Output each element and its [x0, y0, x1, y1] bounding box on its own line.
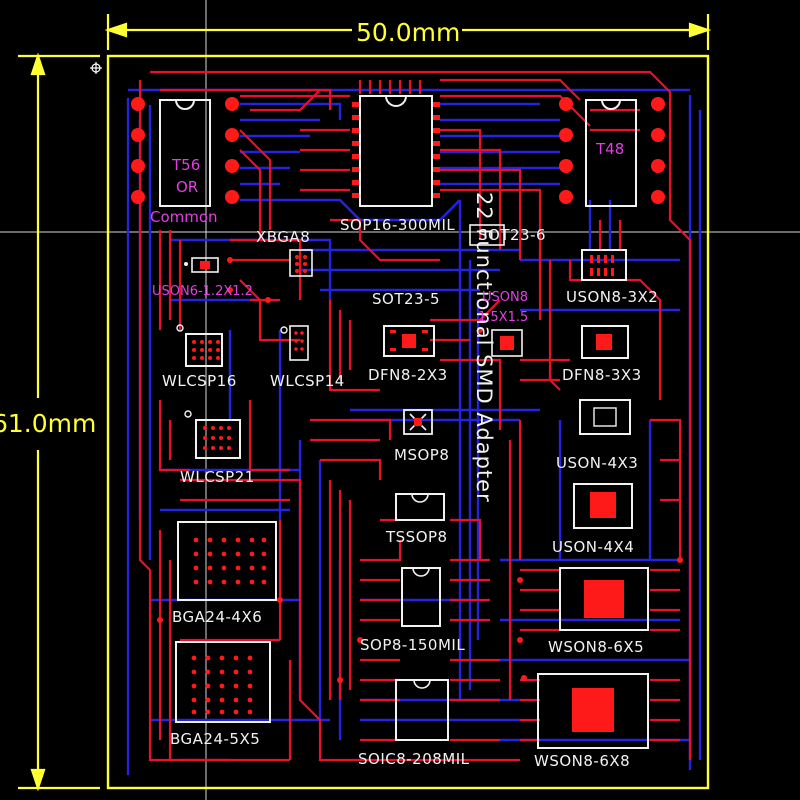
wlcsp16-footprint: [176, 324, 223, 367]
soic8-208-footprint: [395, 679, 449, 741]
xbga8-footprint: [289, 249, 313, 277]
uson-4x3-footprint: [579, 399, 631, 435]
copper-label-or: OR: [176, 178, 199, 196]
dfn8-3x3-footprint: [581, 325, 629, 359]
uson6-footprint: [184, 257, 219, 273]
label-wson8-6x5: WSON8-6X5: [548, 638, 645, 656]
uson8-3x2-footprint: [581, 249, 627, 281]
copper-label-t56: T56: [172, 156, 201, 174]
wson8-6x5-footprint: [559, 567, 649, 631]
dip-right-outline: [585, 99, 637, 207]
wlcsp21-footprint: [184, 410, 241, 459]
copper-label-uson6: USON6-1.2X1.2: [152, 284, 253, 299]
bottom-layer-traces: [126, 88, 702, 775]
label-wlcsp21: WLCSP21: [180, 468, 255, 486]
label-uson-4x4: USON-4X4: [552, 538, 635, 556]
label-wlcsp14: WLCSP14: [270, 372, 345, 390]
sot23-6-footprint: [469, 224, 505, 246]
height-dimension-label: 61.0mm: [0, 409, 97, 438]
label-sop8-150mil: SOP8-150MIL: [360, 636, 466, 654]
dip-right-pins: [559, 97, 665, 204]
label-bga24-5x5: BGA24-5X5: [170, 730, 261, 748]
wlcsp14-footprint: [280, 325, 309, 361]
vias: [157, 257, 683, 683]
label-dfn8-3x3: DFN8-3X3: [562, 366, 642, 384]
width-dimension-label: 50.0mm: [356, 18, 461, 47]
uson-4x4-footprint: [573, 483, 633, 529]
copper-label-uson8-small-size: 1.5X1.5: [478, 310, 529, 325]
bga24-5x5-footprint: [175, 641, 271, 723]
label-uson8-3x2: USON8-3X2: [566, 288, 659, 306]
sop16-footprint: [352, 95, 440, 207]
bga24-4x6-footprint: [177, 521, 277, 601]
label-sot23-5: SOT23-5: [372, 290, 441, 308]
label-xbga8: XBGA8: [256, 228, 311, 246]
label-wlcsp16: WLCSP16: [162, 372, 237, 390]
dimension-width: [104, 14, 712, 50]
tssop8-footprint: [395, 493, 445, 521]
wson8-6x8-footprint: [537, 673, 649, 749]
copper-label-uson8-small: USON8: [482, 290, 528, 305]
label-msop8: MSOP8: [394, 446, 450, 464]
sot23-5-footprint: [383, 325, 435, 357]
label-soic8-208mil: SOIC8-208MIL: [358, 750, 470, 768]
uson8-1x5-footprint: [491, 329, 523, 357]
label-sot23-6: SOT23-6: [478, 226, 547, 244]
label-uson-4x3: USON-4X3: [556, 454, 639, 472]
dip-left-outline: [159, 99, 211, 207]
label-sop16: SOP16-300MIL: [340, 216, 456, 234]
origin-marker: [90, 62, 102, 74]
label-wson8-6x8: WSON8-6X8: [534, 752, 631, 770]
msop8-footprint: [403, 409, 433, 435]
copper-label-t48: T48: [596, 140, 625, 158]
board-outline: [106, 54, 710, 790]
label-dfn8-2x3: DFN8-2X3: [368, 366, 448, 384]
label-bga24-4x6: BGA24-4X6: [172, 608, 263, 626]
sop8-150-footprint: [401, 567, 441, 627]
dip-left-pins: [131, 97, 239, 204]
label-tssop8: TSSOP8: [386, 528, 448, 546]
dimension-height: [18, 52, 100, 792]
copper-label-common: Common: [150, 208, 218, 226]
top-layer-traces: [138, 70, 692, 762]
